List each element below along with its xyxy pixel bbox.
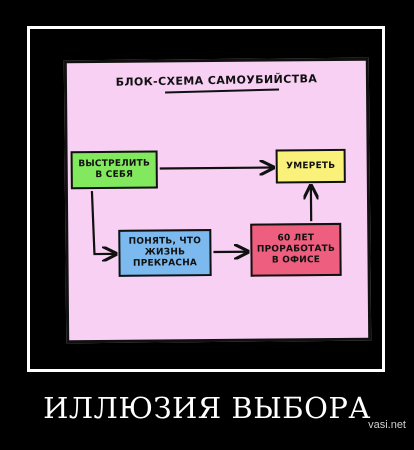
- poster-caption: ИЛЛЮЗИЯ ВЫБОРА: [43, 391, 371, 425]
- arrow-shoot-to-die: [159, 168, 272, 169]
- node-work-in-office: 60 ЛЕТ ПРОРАБОТАТЬ В ОФИСЕ: [250, 222, 342, 277]
- arrow-shoot-to-realize: [90, 191, 115, 254]
- watermark: vasi.net: [368, 419, 406, 431]
- node-realize-life-beautiful: ПОНЯТЬ, ЧТО ЖИЗНЬ ПРЕКРАСНА: [118, 229, 212, 277]
- node-shoot-yourself: ВЫСТРЕЛИТЬ В СЕБЯ: [70, 150, 158, 190]
- node-die: УМЕРЕТЬ: [275, 148, 346, 184]
- flowchart-arrows: [90, 61, 368, 341]
- comic-panel: БЛОК-СХЕМА САМОУБИЙСТВА ВЫСТРЕЛИТЬ В СЕБ…: [63, 57, 372, 344]
